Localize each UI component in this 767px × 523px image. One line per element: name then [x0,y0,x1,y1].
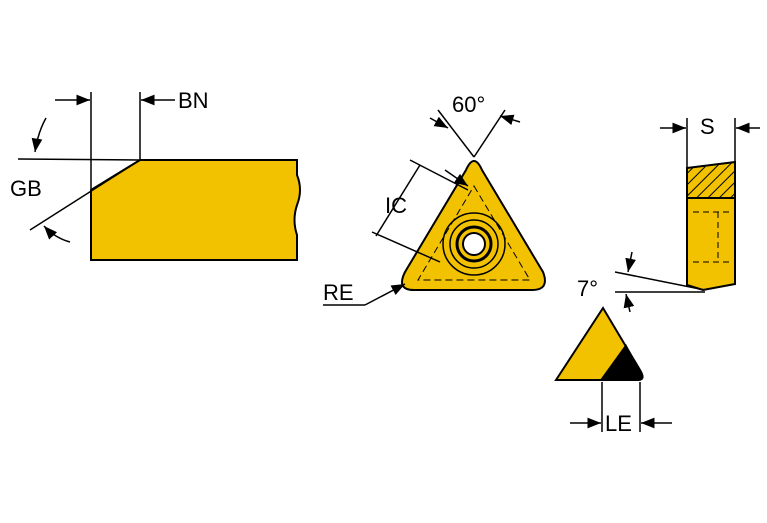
angle-60-label: 60° [452,92,485,117]
re-label: RE [323,280,354,305]
angle-60-arrow-left [429,116,449,129]
clamping-boss-outer [442,212,506,276]
bn-label: BN [178,88,209,113]
chamfer-side-view: BN GB [10,88,301,261]
gb-angle-arrow-top [31,117,47,153]
ic-dimension-line [375,164,421,237]
ic-arrow [444,169,469,187]
center-hole [462,232,486,256]
triangle-inner-chipbreaker [417,185,531,281]
corner-land [600,344,643,380]
angle-7-arrow-bottom [623,293,635,313]
ic-extension-bottom [371,231,441,263]
s-label: S [700,114,715,139]
gb-label: GB [10,176,42,201]
angle-60-arrow-right [499,114,521,126]
le-label: LE [605,411,632,436]
re-leader [364,283,406,306]
angle-60-right-leg [473,109,506,158]
insert-side-hatched [686,160,736,199]
angle-7-label: 7° [577,276,598,301]
ic-extension-top [409,159,469,191]
corner-detail-view: LE [554,306,672,436]
insert-body-side [90,159,301,261]
thickness-side-view: S 7° [577,114,760,313]
gb-angle-arrow-bottom [43,225,71,243]
triangle-top-view: 60° IC RE [323,92,546,306]
gb-chamfer-extension [29,159,141,231]
gb-reference-line [17,158,141,161]
angle-7-clearance-line [614,271,706,291]
angle-60-left-leg [437,109,475,158]
angle-7-arrow-top [625,251,636,273]
clamping-boss-mid [449,219,499,269]
ic-label: IC [385,193,407,218]
insert-side-body [686,197,736,292]
